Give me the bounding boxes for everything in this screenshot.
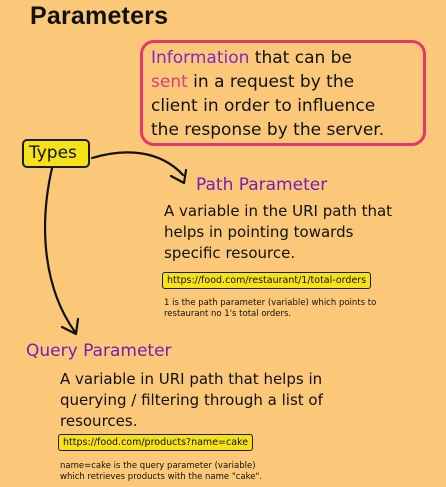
arrow-head-query-parameter (60, 317, 80, 336)
path-parameter-description: A variable in the URI path that helps in… (164, 201, 392, 264)
information-word: Information (151, 48, 250, 68)
path-desc-line: helps in pointing towards (164, 223, 354, 241)
path-desc-line: specific resource. (164, 244, 296, 262)
path-note-line: restaurant no 1's total orders. (164, 309, 292, 319)
query-desc-line: resources. (60, 412, 138, 430)
path-parameter-title: Path Parameter (196, 175, 328, 195)
definition-line-3: client in order to influence (151, 96, 376, 116)
arrow-to-query-parameter (44, 166, 77, 334)
definition-line-1: Information that can be (151, 46, 415, 70)
path-parameter-note: 1 is the path parameter (variable) which… (164, 298, 376, 320)
page-title: Parameters (30, 2, 169, 30)
definition-text: in a request by the (187, 72, 355, 92)
sent-word: sent (151, 72, 188, 92)
query-note-line: name=cake is the query parameter (variab… (60, 461, 256, 471)
query-parameter-note: name=cake is the query parameter (variab… (60, 461, 262, 483)
types-tag: Types (22, 139, 90, 168)
query-parameter-title: Query Parameter (26, 341, 172, 361)
path-example-url: https://food.com/restaurant/1/total-orde… (162, 272, 372, 289)
definition-line-2: sent in a request by the (151, 70, 415, 94)
query-example-url: https://food.com/products?name=cake (58, 434, 254, 451)
query-desc-line: querying / filtering through a list of (60, 391, 323, 409)
arrow-head-path-parameter (169, 168, 188, 185)
path-desc-line: A variable in the URI path that (164, 202, 393, 220)
definition-text: that can be (249, 48, 352, 68)
definition-line-4: the response by the server. (151, 120, 385, 140)
query-note-line: which retrieves products with the name "… (60, 472, 263, 482)
query-desc-line: A variable in URI path that helps in (60, 370, 323, 388)
definition-box: Information that can be sent in a reques… (140, 40, 426, 146)
query-parameter-description: A variable in URI path that helps in que… (60, 369, 323, 432)
path-note-line: 1 is the path parameter (variable) which… (164, 298, 377, 308)
arrow-to-path-parameter (90, 151, 185, 177)
